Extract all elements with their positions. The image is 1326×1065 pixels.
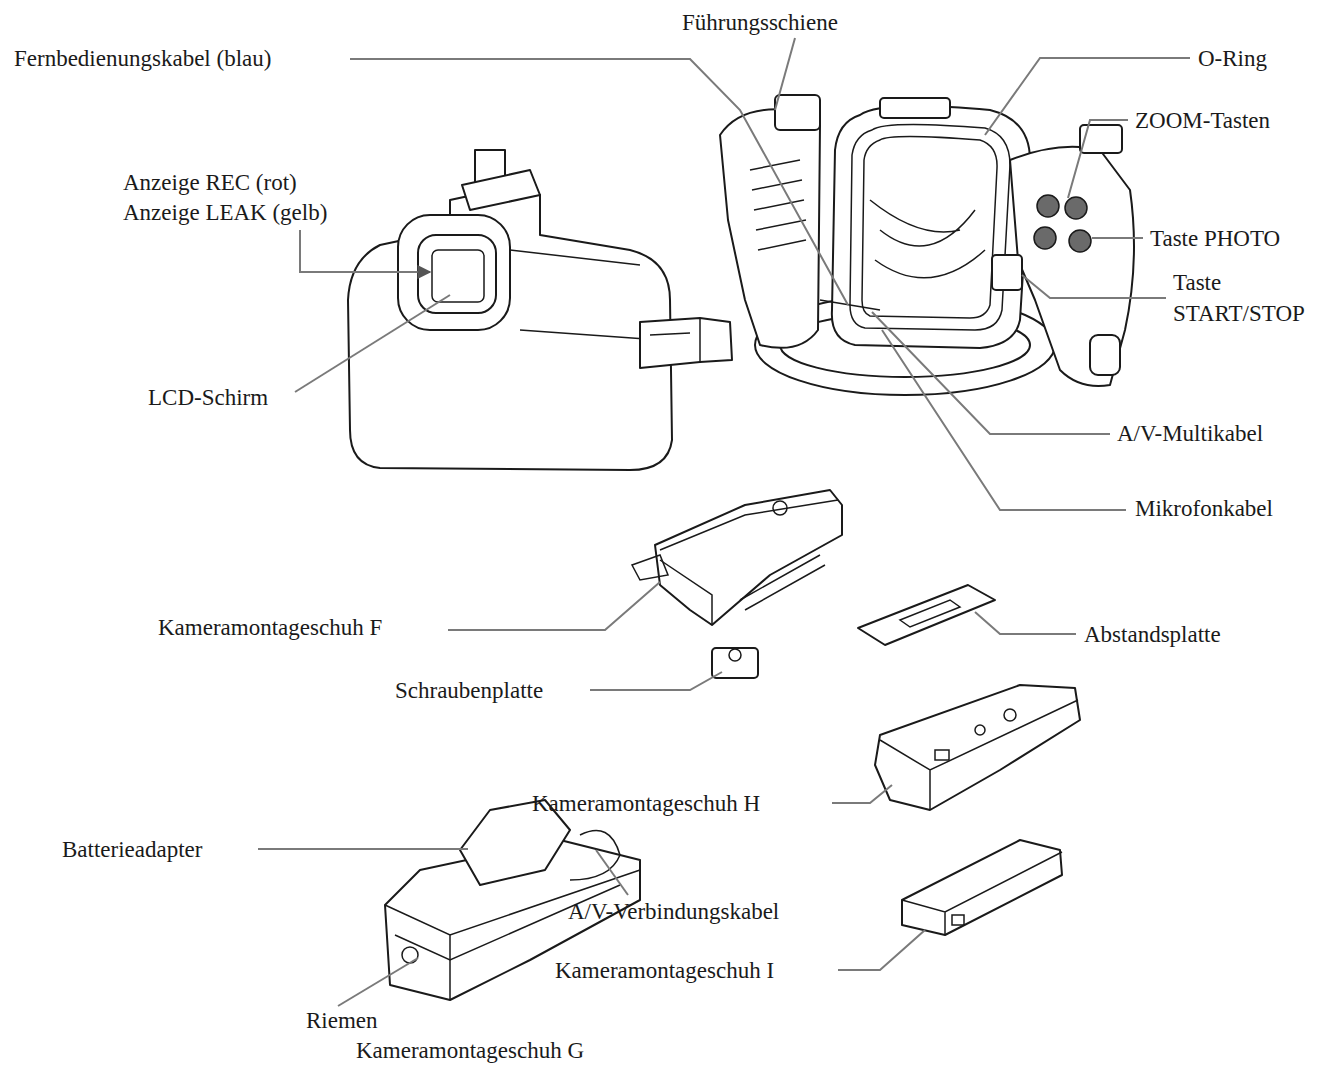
part-label: Taste PHOTO (1150, 223, 1280, 254)
part-label: O-Ring (1198, 43, 1267, 74)
part-label: Fernbedienungskabel (blau) (14, 43, 271, 74)
part-label: Kameramontageschuh G (356, 1035, 584, 1065)
leader-lines (258, 38, 1190, 1006)
part-label: Kameramontageschuh F (158, 612, 382, 643)
part-label: Batterieadapter (62, 834, 202, 865)
camera-shoe (875, 685, 1080, 810)
part-label: Führungsschiene (682, 7, 838, 38)
spacer-plate (858, 585, 995, 645)
front-housing (720, 95, 1134, 395)
part-label: Riemen (306, 1005, 378, 1036)
camera-shoe (902, 840, 1062, 935)
part-label: Anzeige REC (rot) (123, 167, 297, 198)
part-label: Mikrofonkabel (1135, 493, 1273, 524)
part-label: A/V-Multikabel (1117, 418, 1263, 449)
rear-housing (348, 150, 732, 470)
part-label: A/V-Verbindungskabel (568, 896, 779, 927)
part-label: Kameramontageschuh I (555, 955, 774, 986)
part-label: ZOOM-Tasten (1135, 105, 1270, 136)
part-label: Anzeige LEAK (gelb) (123, 197, 327, 228)
part-label: Kameramontageschuh H (532, 788, 760, 819)
part-label: LCD-Schirm (148, 382, 268, 413)
camera-shoe (632, 490, 842, 625)
part-label: Taste START/STOP (1173, 267, 1323, 329)
part-label: Schraubenplatte (395, 675, 543, 706)
part-label: Abstandsplatte (1084, 619, 1221, 650)
